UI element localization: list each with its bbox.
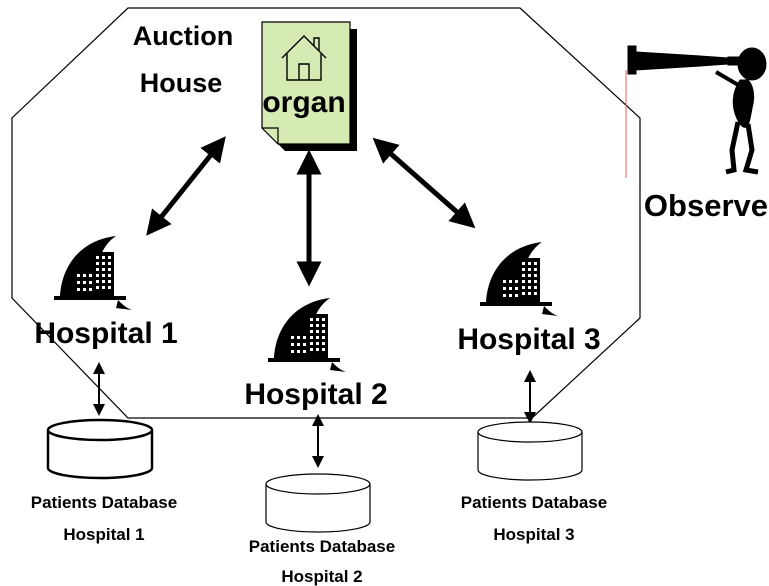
observer-label: Observer	[644, 188, 769, 223]
hospital-2-label: Hospital 2	[244, 378, 387, 411]
database-3-label-line2: Hospital 3	[493, 525, 574, 544]
auction-house-label-line1: Auction	[133, 21, 234, 51]
database-hospital-2	[265, 473, 371, 533]
database-1-label-line1: Patients Database	[31, 493, 177, 512]
database-2-label-line1: Patients Database	[249, 537, 395, 556]
database-3-label-line1: Patients Database	[461, 493, 607, 512]
hospital-building-icon	[54, 236, 132, 310]
house-icon	[281, 35, 327, 81]
hospital-2: Hospital 2	[244, 298, 388, 411]
hospital-1-label: Hospital 1	[34, 317, 177, 350]
hospital-building-icon	[268, 298, 346, 372]
telescope-figure-icon	[625, 45, 767, 178]
auction-house-label-line2: House	[140, 68, 223, 98]
database-hospital-1	[46, 418, 154, 480]
database-hospital-3	[477, 421, 583, 481]
hospital-3-label: Hospital 3	[457, 323, 600, 356]
organ-document: organ	[261, 21, 357, 151]
arrow-auction-hospital-3	[372, 137, 476, 229]
organ-label: organ	[262, 86, 345, 119]
hospital-3: Hospital 3	[457, 242, 601, 356]
hospital-1: Hospital 1	[34, 236, 178, 350]
arrow-auction-hospital-1	[146, 136, 226, 236]
organ-document-page	[261, 21, 351, 145]
hospital-building-icon	[480, 242, 558, 316]
database-2-label-line2: Hospital 2	[281, 567, 362, 586]
database-1-label-line2: Hospital 1	[63, 525, 144, 544]
